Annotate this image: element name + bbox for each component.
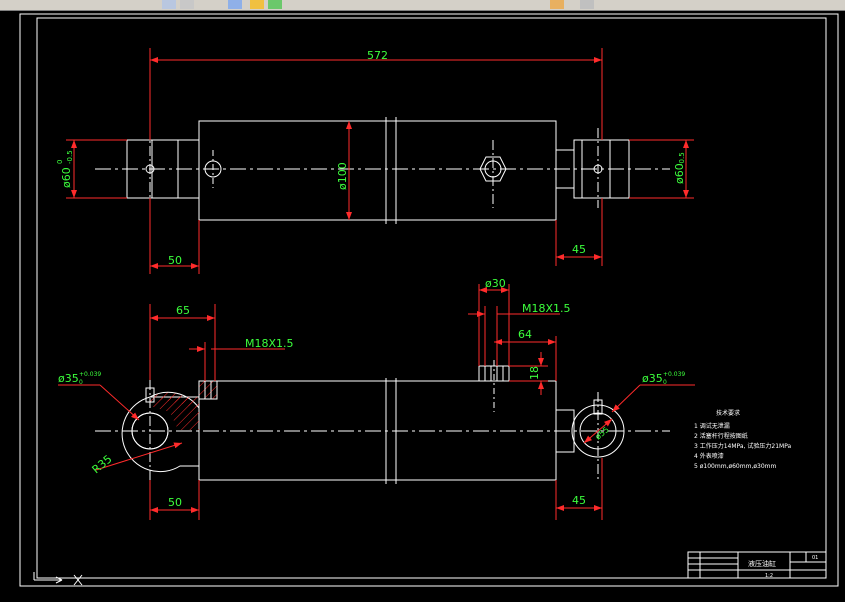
dim-left-end-top: 50 (168, 254, 182, 267)
snap-icon[interactable] (250, 0, 264, 9)
layer-state-icon[interactable] (550, 0, 564, 9)
top-dimensions (66, 48, 694, 274)
drawing-canvas[interactable]: 572 50 45 ø100 ø60 0 -0.5 ø60 -0.5 (0, 10, 845, 590)
dim-overall-length: 572 (367, 49, 388, 62)
note-3: 3 工作压力14MPa, 试验压力21MPa (694, 442, 792, 450)
dim-pin-hole-left: ø35 (58, 372, 79, 385)
color-icon[interactable] (268, 0, 282, 9)
dim-rod-eye-right-tol: -0.5 (678, 152, 686, 166)
dropdown-icon[interactable] (580, 0, 594, 9)
drawing-code: 01 (812, 555, 818, 561)
dim-port-thread-left: M18X1.5 (245, 337, 294, 350)
ucs-icon (33, 572, 83, 586)
dim-port-thread-right: M18X1.5 (522, 302, 571, 315)
front-dimensions (58, 284, 695, 520)
dim-pin-hole-right: ø35 (642, 372, 663, 385)
technical-notes: 技术要求 1 调试无泄漏 2 活塞杆行程按图纸 3 工作压力14MPa, 试验压… (694, 409, 792, 470)
drawing-title: 液压油缸 (748, 559, 776, 568)
dim-rod-eye-left-tol-lower: -0.5 (66, 150, 74, 164)
title-block-text: 液压油缸 01 1:2 (748, 555, 818, 579)
note-1: 1 调试无泄漏 (694, 422, 730, 430)
print-icon[interactable] (180, 0, 194, 9)
note-5: 5 ø100mm,ø60mm,ø30mm (694, 463, 776, 470)
dim-pin-hole-inner: ø55 (594, 425, 611, 442)
dim-left-port-offset: 65 (176, 304, 190, 317)
cad-toolbar (0, 0, 845, 11)
dim-port-height: 18 (528, 366, 541, 380)
dim-rod-eye-left-tol-upper: 0 (56, 160, 64, 164)
orbit-icon[interactable] (228, 0, 242, 9)
front-view (95, 360, 670, 484)
layer-icon[interactable] (162, 0, 176, 9)
dim-rod-eye-left: ø60 (60, 167, 73, 188)
note-4: 4 外表喷漆 (694, 452, 724, 460)
top-view (95, 117, 670, 224)
dim-pin-hole-left-tol-lower: 0 (79, 379, 83, 386)
cylinder-barrel (198, 120, 557, 221)
outer-frame (19, 13, 839, 587)
notes-heading: 技术要求 (716, 409, 740, 417)
dim-port-depth-offset: 64 (518, 328, 532, 341)
left-eye-outline (121, 396, 199, 473)
dim-port-boss-dia: ø30 (485, 277, 506, 290)
front-dim-text: 65 M18X1.5 ø30 M18X1.5 64 18 ø35 +0.039 … (58, 277, 685, 509)
inner-frame (36, 17, 827, 579)
note-2: 2 活塞杆行程按图纸 (694, 432, 748, 440)
title-block (687, 551, 827, 579)
dim-rod-eye-right: ø60 (673, 163, 686, 184)
dim-left-end-bottom: 50 (168, 496, 182, 509)
dim-pin-hole-right-tol-upper: +0.039 (663, 371, 685, 378)
dim-bore: ø100 (336, 162, 349, 190)
dim-pin-hole-left-tol-upper: +0.039 (79, 371, 101, 378)
drawing-scale: 1:2 (765, 573, 773, 579)
top-dim-text: 572 50 45 ø100 ø60 0 -0.5 ø60 -0.5 (56, 49, 686, 267)
dim-right-end-top: 45 (572, 243, 586, 256)
dim-eye-radius: R35 (90, 452, 115, 476)
dim-pin-hole-right-tol-lower: 0 (663, 379, 667, 386)
dim-right-end-bottom: 45 (572, 494, 586, 507)
